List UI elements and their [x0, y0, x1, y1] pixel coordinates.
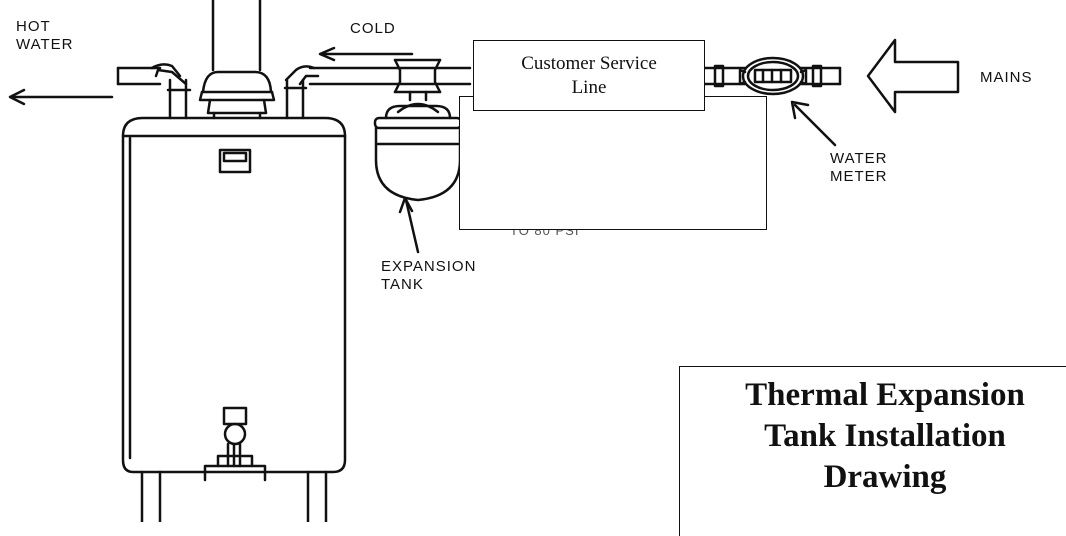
- customer-service-line-box: Customer Service Line: [473, 40, 705, 111]
- water-meter-shape: [738, 56, 808, 96]
- water-meter-label: WATER METER: [830, 150, 888, 186]
- drawing-title-line1: Thermal Expansion: [745, 377, 1025, 413]
- hot-water-arrow: [8, 88, 114, 106]
- drawing-title-line3: Drawing: [823, 459, 947, 495]
- hot-water-label: HOT WATER: [16, 18, 74, 54]
- water-meter-label-line1: WATER: [830, 150, 888, 167]
- water-meter-label-line2: METER: [830, 168, 888, 185]
- expansion-tank-pointer: [398, 196, 420, 254]
- flue-pipe: [198, 0, 276, 120]
- expansion-tank-label-line1: EXPANSION: [381, 258, 477, 275]
- drawing-title: Thermal Expansion Tank Installation Draw…: [714, 375, 1056, 498]
- blank-overlay-box: [459, 96, 767, 230]
- expansion-tank-shape: [373, 102, 463, 202]
- mains-label: MAINS: [980, 69, 1033, 86]
- water-meter-pointer: [790, 100, 837, 147]
- main-line-pipe: [703, 64, 842, 88]
- plumbing-drawing: [8, 0, 960, 522]
- diagram-canvas: HOT WATER COLD MAINS WATER METER EXPANSI…: [8, 0, 1066, 536]
- cold-arrow: [318, 46, 414, 62]
- hot-water-label-line2: WATER: [16, 36, 74, 53]
- gas-control-valve: [203, 406, 267, 482]
- water-heater-shape: [121, 116, 347, 522]
- expansion-tank-label: EXPANSION TANK: [381, 258, 476, 294]
- expansion-tank-label-line2: TANK: [381, 276, 424, 293]
- cold-label: COLD: [350, 20, 396, 37]
- customer-service-line-label-2: Line: [571, 76, 607, 98]
- mains-arrow: [866, 38, 960, 114]
- cold-inlet-pipe: [283, 65, 472, 120]
- customer-service-line-label-1: Customer Service: [521, 52, 657, 74]
- drawing-title-line2: Tank Installation: [764, 418, 1006, 454]
- tee-fitting: [393, 58, 442, 102]
- title-box: [679, 366, 1066, 536]
- hot-water-label-line1: HOT: [16, 18, 51, 35]
- hot-water-pipe: [116, 63, 192, 120]
